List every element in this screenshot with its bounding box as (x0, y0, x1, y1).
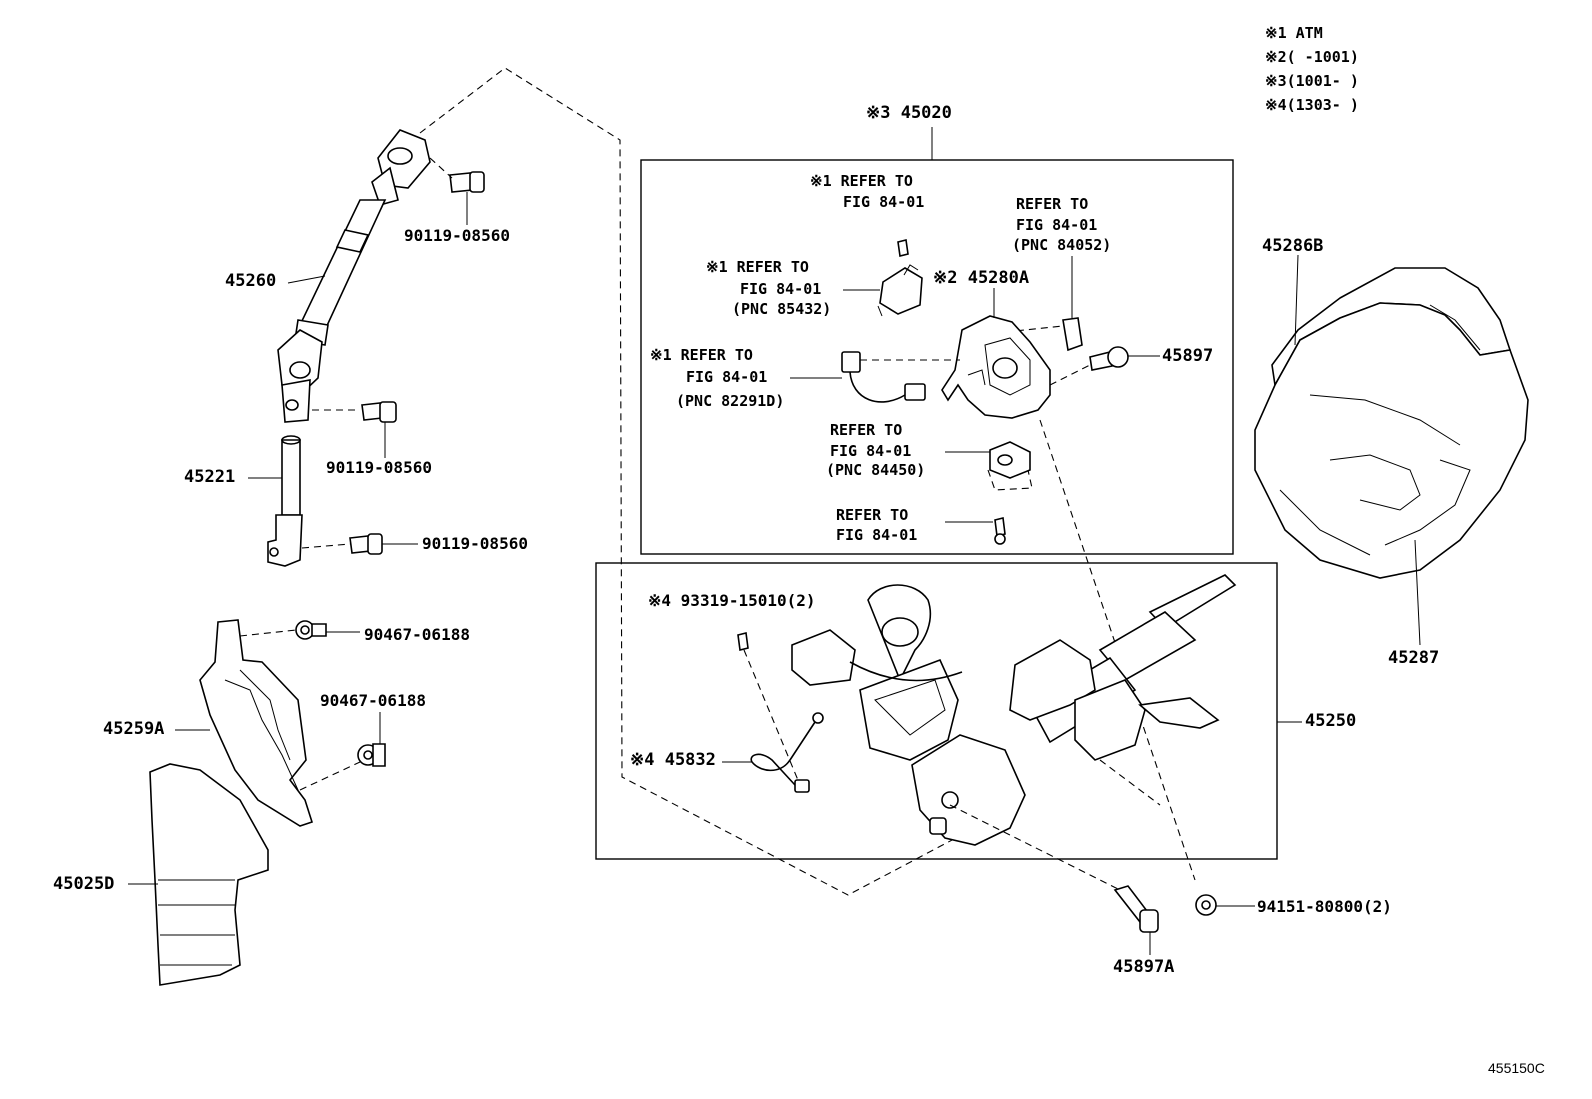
steering-column-45250 (791, 574, 1237, 846)
note-4: ※4(1303- ) (1265, 96, 1359, 114)
ref3-line1: REFER TO (1016, 195, 1089, 213)
ref3-line2: FIG 84-01 (1016, 216, 1098, 234)
label-45280A: ※2 45280A (933, 268, 1030, 288)
clip-90467-b (357, 743, 386, 767)
routing-dashed-line (419, 67, 991, 896)
screw-ref1 (897, 239, 909, 257)
ref5-line1: REFER TO (830, 421, 903, 439)
bolt-90119-mid (361, 401, 397, 423)
nut-94151 (1195, 894, 1217, 916)
key-cylinder-45280A (941, 315, 1051, 419)
screw-ref6 (994, 517, 1006, 545)
label-45287: 45287 (1388, 648, 1440, 668)
ref6-line1: REFER TO (836, 506, 909, 524)
bolt-45897 (1089, 346, 1129, 371)
bolt-90119-top (449, 171, 485, 193)
sensor-84450 (989, 441, 1031, 479)
bolt-90119-lower (349, 533, 383, 555)
steering-shaft-45221 (267, 435, 303, 567)
ref6-line2: FIG 84-01 (836, 526, 918, 544)
connector-84052 (1062, 317, 1083, 352)
label-bolt-90119-mid: 90119-08560 (326, 458, 432, 477)
harness-45832 (750, 712, 824, 793)
note-3: ※3(1001- ) (1265, 72, 1359, 90)
label-94151: 94151-80800(2) (1257, 897, 1392, 916)
label-45260: 45260 (225, 271, 277, 291)
label-45250: 45250 (1305, 711, 1357, 731)
figure-code: 455150C (1488, 1060, 1545, 1076)
switch-85432 (877, 264, 923, 317)
label-45286B: 45286B (1262, 236, 1324, 256)
label-45259A: 45259A (103, 719, 165, 739)
intermediate-shaft-45260 (277, 129, 431, 423)
label-45832: ※4 45832 (630, 750, 716, 770)
ref5-line3: (PNC 84450) (826, 461, 926, 479)
ref4-line2: FIG 84-01 (686, 368, 768, 386)
assembly-box-45020 (640, 159, 1234, 555)
ref2-line1: ※1 REFER TO (706, 258, 809, 276)
note-2: ※2( -1001) (1265, 48, 1359, 66)
column-cover-45287 (1254, 302, 1529, 579)
ref2-line3: (PNC 85432) (732, 300, 832, 318)
label-45020: ※3 45020 (866, 103, 952, 123)
ref4-line3: (PNC 82291D) (676, 392, 785, 410)
column-cover-45025D (149, 763, 269, 986)
ref1-line1: ※1 REFER TO (810, 172, 913, 190)
label-45025D: 45025D (53, 874, 115, 894)
label-93319: ※4 93319-15010(2) (648, 591, 816, 610)
assembly-box-45250 (595, 562, 1278, 860)
note-1: ※1 ATM (1265, 24, 1323, 42)
harness-82291D (841, 351, 926, 403)
ref4-line1: ※1 REFER TO (650, 346, 753, 364)
ref1-line2: FIG 84-01 (843, 193, 925, 211)
clip-90467-a (295, 620, 327, 640)
label-45221: 45221 (184, 467, 236, 487)
ref3-line3: (PNC 84052) (1012, 236, 1112, 254)
column-cover-45259A (199, 619, 314, 827)
label-clip-90467-b: 90467-06188 (320, 691, 426, 710)
label-clip-90467-a: 90467-06188 (364, 625, 470, 644)
label-bolt-90119-lower: 90119-08560 (422, 534, 528, 553)
ref5-line2: FIG 84-01 (830, 442, 912, 460)
ref2-line2: FIG 84-01 (740, 280, 822, 298)
screw-93319 (737, 632, 749, 651)
bolt-45897A (1113, 885, 1159, 933)
label-45897: 45897 (1162, 346, 1214, 366)
label-bolt-90119-top: 90119-08560 (404, 226, 510, 245)
label-45897A: 45897A (1113, 957, 1175, 977)
